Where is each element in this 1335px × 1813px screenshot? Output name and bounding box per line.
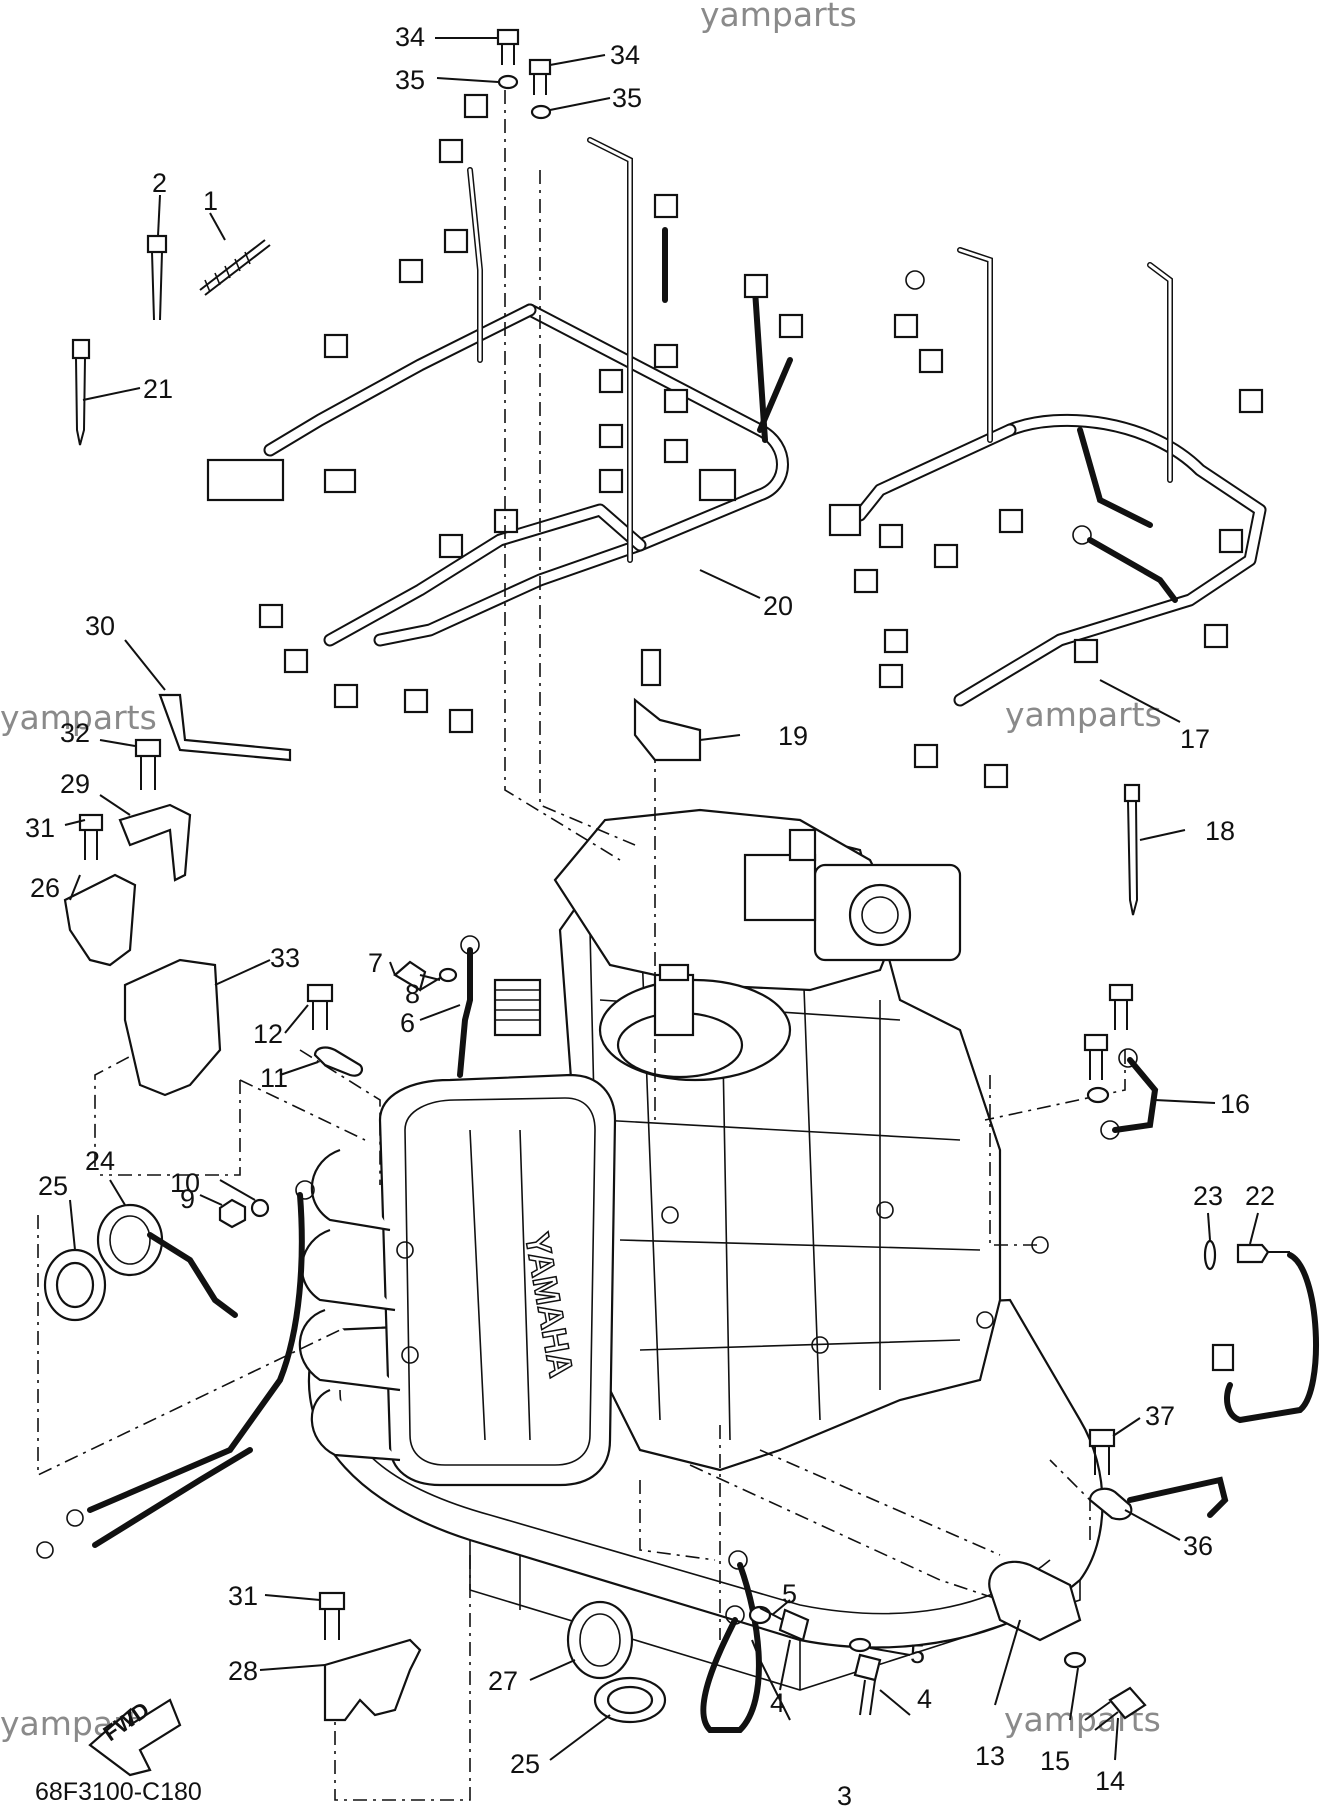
callout-30: 30 xyxy=(85,611,115,641)
small-parts: FWD xyxy=(36,28,1320,1777)
callout-15: 15 xyxy=(1040,1746,1070,1776)
callout-31: 31 xyxy=(25,813,55,843)
callout-25: 25 xyxy=(38,1171,68,1201)
callout-25: 25 xyxy=(510,1749,540,1779)
callout-20: 20 xyxy=(763,591,793,621)
callout-7: 7 xyxy=(368,948,383,978)
callout-5: 5 xyxy=(910,1639,925,1669)
watermark: yamparts xyxy=(700,0,857,34)
callout-8: 8 xyxy=(405,979,420,1009)
callout-34: 34 xyxy=(395,22,425,52)
callout-labels: 1 2 3 4 4 5 5 6 7 8 9 10 11 12 13 14 15 … xyxy=(25,22,1275,1811)
callout-35: 35 xyxy=(612,83,642,113)
callout-32: 32 xyxy=(60,718,90,748)
watermark: yamparts xyxy=(1005,695,1162,734)
callout-27: 27 xyxy=(488,1666,518,1696)
callout-26: 26 xyxy=(30,873,60,903)
callout-5: 5 xyxy=(782,1579,797,1609)
callout-19: 19 xyxy=(778,721,808,751)
callout-10: 10 xyxy=(170,1168,200,1198)
callout-18: 18 xyxy=(1205,816,1235,846)
callout-33: 33 xyxy=(270,943,300,973)
callout-9: 9 xyxy=(180,1184,195,1214)
sub-wire-harness xyxy=(828,247,1267,789)
diagram-code: 68F3100-C180 xyxy=(35,1778,202,1806)
callout-34: 34 xyxy=(610,40,640,70)
callout-37: 37 xyxy=(1145,1401,1175,1431)
callout-4: 4 xyxy=(770,1688,785,1718)
callout-3: 3 xyxy=(837,1781,852,1811)
callout-11: 11 xyxy=(260,1063,288,1093)
callout-2: 2 xyxy=(152,168,167,198)
callout-17: 17 xyxy=(1180,724,1210,754)
callout-24: 24 xyxy=(85,1146,115,1176)
callout-28: 28 xyxy=(228,1656,258,1686)
leader-lines xyxy=(64,37,1259,1761)
callout-16: 16 xyxy=(1220,1089,1250,1119)
callout-13: 13 xyxy=(975,1741,1005,1771)
watermark: yamparts xyxy=(0,698,157,737)
callout-35: 35 xyxy=(395,65,425,95)
callout-4: 4 xyxy=(917,1684,932,1714)
callout-6: 6 xyxy=(400,1008,415,1038)
callout-12: 12 xyxy=(253,1019,283,1049)
engine-assembly: YAMAHA xyxy=(298,808,1104,1691)
main-wire-harness xyxy=(206,93,804,734)
callout-36: 36 xyxy=(1183,1531,1213,1561)
callout-22: 22 xyxy=(1245,1181,1275,1211)
callout-31: 31 xyxy=(228,1581,258,1611)
callout-23: 23 xyxy=(1193,1181,1223,1211)
callout-29: 29 xyxy=(60,769,90,799)
callout-21: 21 xyxy=(143,374,173,404)
callout-14: 14 xyxy=(1095,1766,1125,1796)
callout-1: 1 xyxy=(203,186,218,216)
